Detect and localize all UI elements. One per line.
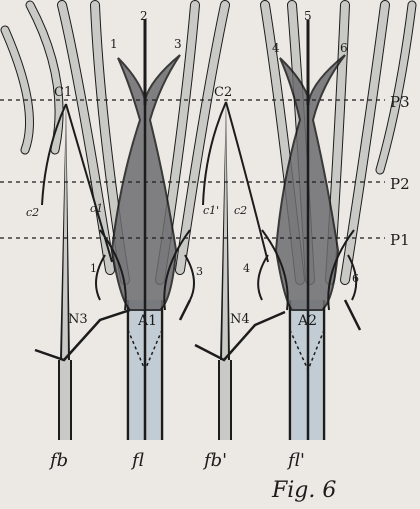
fiber-number-1: 1 (110, 37, 118, 51)
node-label-n3: N3 (68, 312, 88, 327)
bottom-label-fb-prime: fb' (202, 450, 227, 471)
branch-label-left-c1: c1 (90, 202, 103, 215)
small-number-3: 3 (196, 265, 203, 278)
branch-label-right-c2: c2 (234, 204, 247, 217)
label-p2: P2 (390, 175, 410, 193)
branch-label-left-c2: c2 (26, 206, 39, 219)
fiber-number-4: 4 (272, 41, 280, 55)
fiber-number-5: 5 (304, 9, 312, 23)
small-number-4: 4 (243, 262, 250, 275)
fiber-number-2: 2 (140, 9, 148, 23)
label-p1: P1 (390, 231, 410, 249)
figure-caption: Fig. 6 (271, 478, 336, 503)
bottom-label-fl: fl (130, 450, 144, 471)
branch-label-right-c1: c1' (203, 204, 219, 217)
node-label-n4: N4 (230, 312, 250, 327)
bundle-a1 (96, 20, 194, 440)
bottom-label-fb: fb (48, 450, 68, 471)
fiber-number-6: 6 (340, 41, 348, 55)
cell-label-c1: C1 (54, 85, 72, 100)
small-number-6: 6 (352, 272, 359, 285)
small-number-1: 1 (90, 262, 97, 275)
axon-label-a1: A1 (137, 313, 157, 329)
axon-label-a2: A2 (297, 313, 317, 329)
cell-label-c2: C2 (214, 85, 232, 100)
cell-c2 (195, 100, 285, 440)
label-p3: P3 (390, 93, 410, 111)
bottom-label-fl-prime: fl' (286, 450, 305, 471)
fiber-number-3: 3 (174, 37, 182, 51)
